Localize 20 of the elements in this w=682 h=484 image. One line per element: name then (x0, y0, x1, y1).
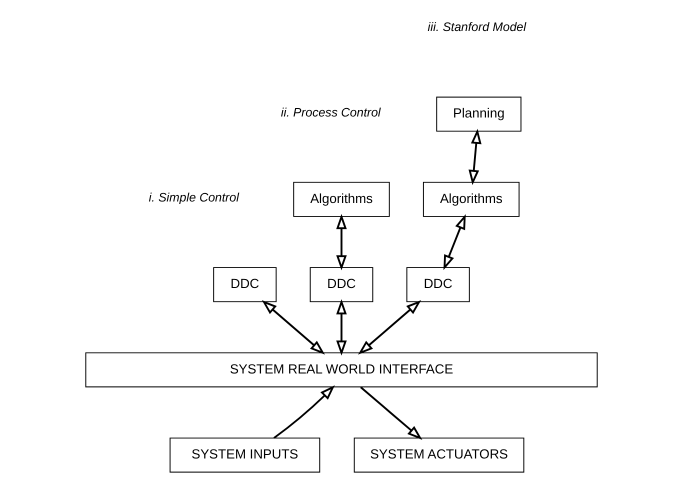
arrow (468, 128, 481, 186)
arrow (336, 214, 346, 270)
arrow (336, 299, 346, 356)
node-box: DDC (406, 267, 470, 302)
node-box: SYSTEM INPUTS (169, 438, 320, 473)
arrow (360, 386, 422, 440)
node-box: DDC (212, 267, 276, 302)
node-box: Algorithms (292, 182, 390, 217)
node-box: DDC (309, 267, 373, 302)
arrow (261, 300, 324, 355)
arrow (442, 214, 466, 270)
arrow (358, 300, 421, 355)
label: ii. Process Control (280, 105, 380, 120)
node-box: Algorithms (422, 182, 520, 217)
node-box: SYSTEM REAL WORLD INTERFACE (84, 352, 598, 388)
label: iii. Stanford Model (427, 20, 526, 34)
node-box: SYSTEM ACTUATORS (353, 438, 524, 473)
label: i. Simple Control (148, 190, 238, 205)
node-box: Planning (436, 96, 521, 132)
arrow (272, 385, 334, 439)
